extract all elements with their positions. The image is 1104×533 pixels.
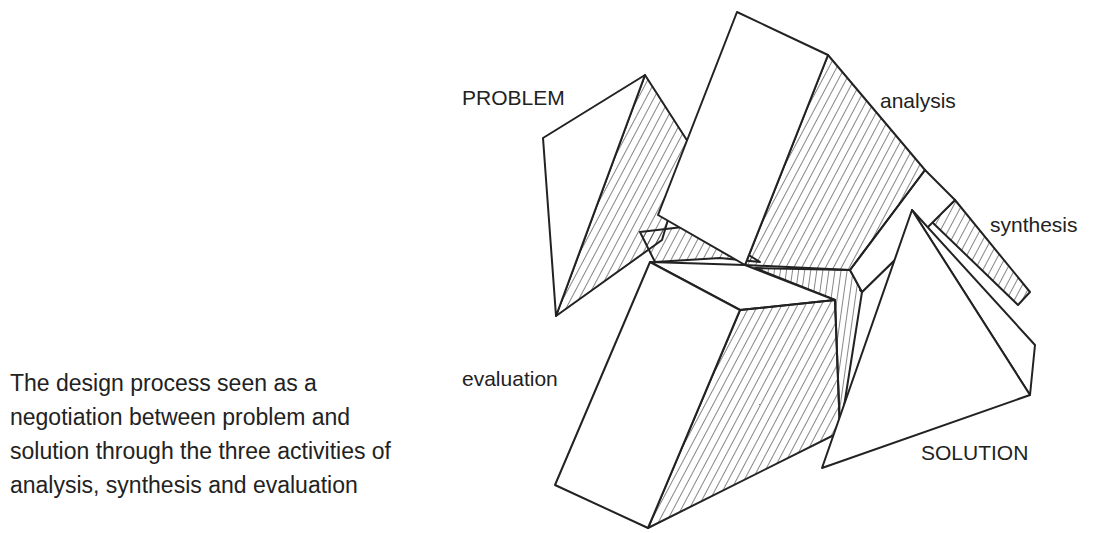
block-label: synthesis: [990, 213, 1078, 236]
block-label: SOLUTION: [921, 441, 1028, 464]
block-label: PROBLEM: [462, 86, 565, 109]
block-label: analysis: [880, 89, 956, 112]
figure-caption: The design process seen as a negotiation…: [10, 366, 420, 502]
block-label: evaluation: [462, 367, 558, 390]
